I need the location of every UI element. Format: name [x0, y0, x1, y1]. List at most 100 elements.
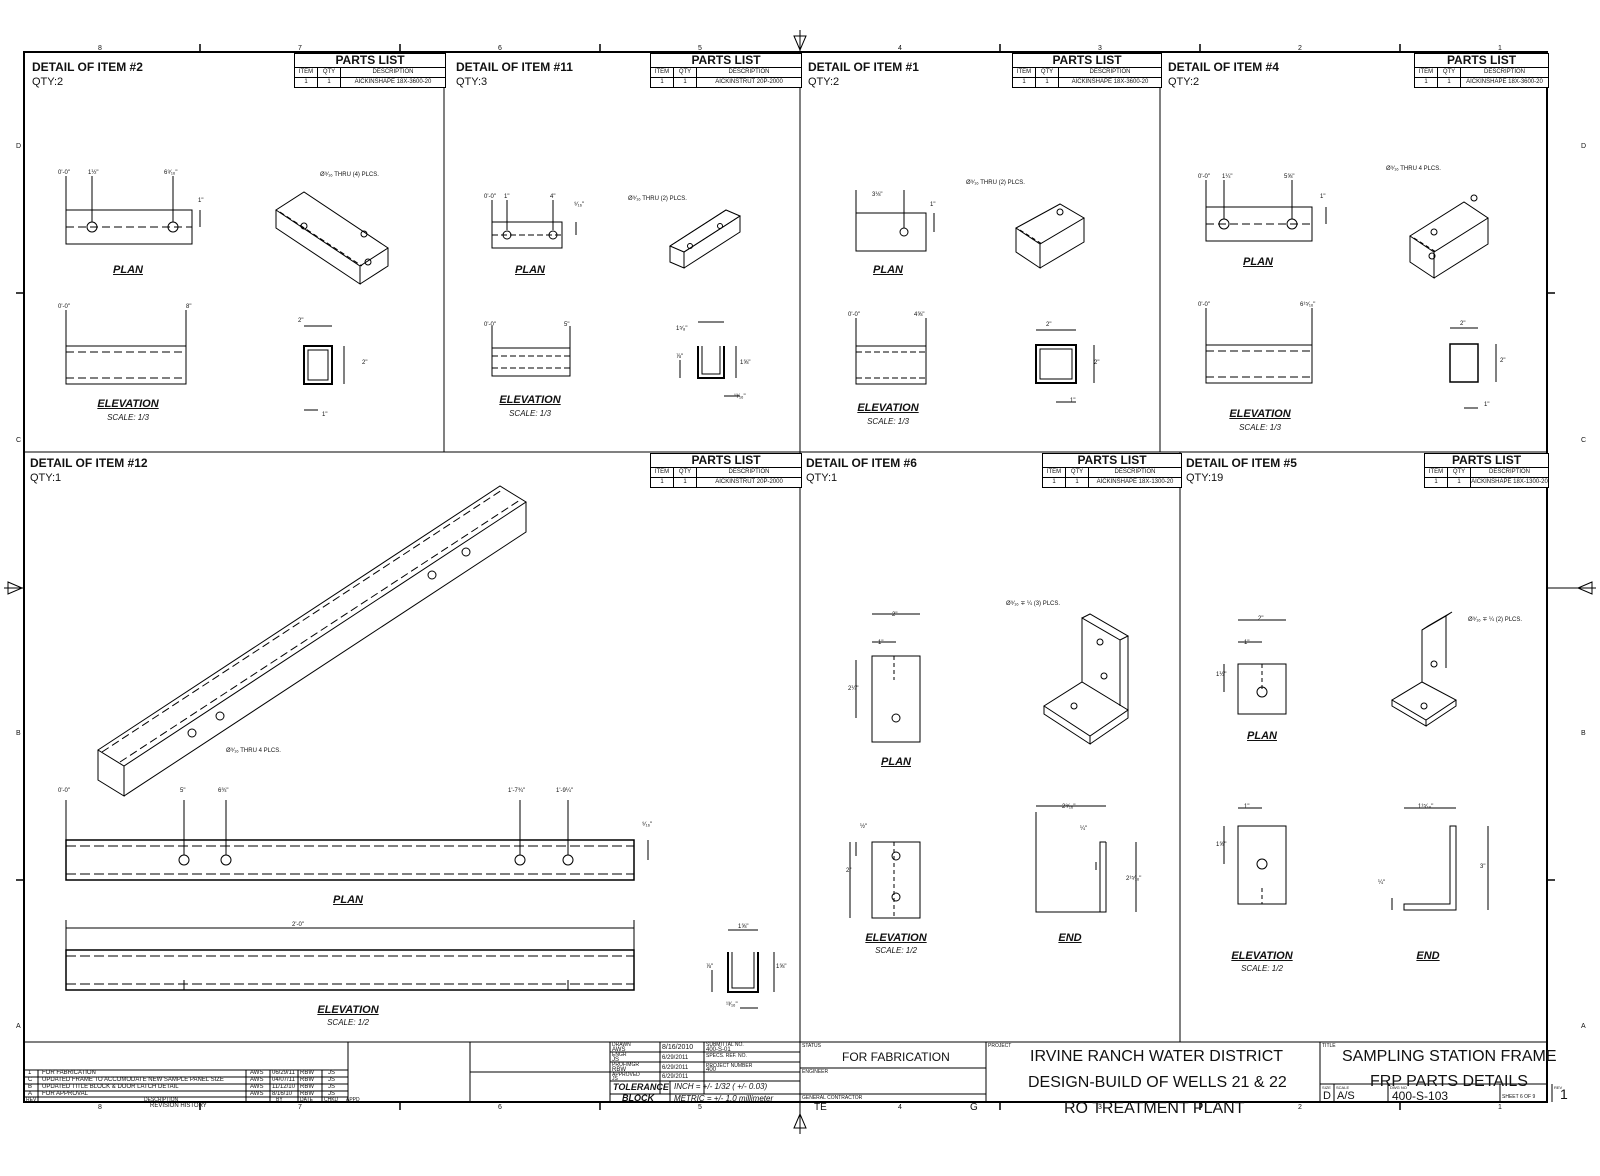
- detail-1-title: DETAIL OF ITEM #1: [808, 60, 919, 74]
- scale-value: A/S: [1337, 1090, 1355, 1102]
- parts-list-header: PARTS LIST: [295, 54, 445, 68]
- detail-2-plan-label: PLAN: [113, 264, 143, 276]
- dwg-label: DWG NO: [1390, 1085, 1407, 1090]
- size-label: SIZE: [1322, 1085, 1331, 1090]
- project-line-3: RO TREATMENT PLANT: [1064, 1100, 1245, 1117]
- detail-6-hole-note: Ø⁹⁄₁₆ ∓ ¼ (3) PLCS.: [1006, 601, 1061, 607]
- detail-6-plan-label: PLAN: [881, 756, 911, 768]
- detail-5-plan-label: PLAN: [1247, 730, 1277, 742]
- grid-row-c-right: C: [1581, 437, 1587, 444]
- submittal-label: SUBMITTAL NO.: [706, 1042, 744, 1048]
- tolerance-metric: METRIC = +/- 1.0 millimeter: [674, 1094, 774, 1103]
- dim-d12-len: 2'-0": [292, 922, 304, 928]
- detail-2-scale: SCALE: 1/3: [107, 413, 149, 422]
- dim-d1-h: 2": [1094, 360, 1100, 366]
- dim-d11-u: ¹³⁄₁₆": [734, 394, 746, 400]
- rev-label: REV: [1554, 1085, 1563, 1090]
- engr-label: ENGR: [612, 1052, 627, 1058]
- project-label: PROJECT: [988, 1043, 1012, 1049]
- engr-by: JS: [612, 1057, 620, 1063]
- project-number: 400: [706, 1067, 717, 1073]
- contractor-value: TE: [814, 1102, 827, 1113]
- drawn-date: 8/16/2010: [662, 1044, 694, 1051]
- grid-col-4-bottom: 4: [898, 1104, 902, 1111]
- dim-zero: 0'-0": [484, 194, 496, 200]
- drawn-label: DRAWN: [612, 1042, 631, 1048]
- rev-value: 1: [1560, 1086, 1568, 1102]
- grid-row-a-right: A: [1581, 1023, 1586, 1030]
- grid-col-3-top: 3: [1098, 45, 1102, 52]
- detail-1-scale: SCALE: 1/3: [867, 417, 909, 426]
- approved-date: 6/29/2011: [662, 1074, 689, 1080]
- detail-11-qty: QTY:3: [456, 76, 488, 88]
- dim-d6-w: 2": [892, 612, 898, 618]
- contractor-suffix: G: [970, 1102, 978, 1113]
- tolerance-label: TOLERANCE: [613, 1082, 669, 1092]
- project-line-1: IRVINE RANCH WATER DISTRICT: [1030, 1048, 1284, 1065]
- detail-2-hole-note: Ø⁹⁄₁₆ THRU (4) PLCS.: [320, 172, 379, 178]
- revision-history-caption: REVISION HISTORY: [150, 1103, 207, 1109]
- dim-d1-c: 1": [930, 202, 936, 208]
- profmgr-label: PROF/MGR: [612, 1062, 639, 1068]
- detail-11-elevation-label: ELEVATION: [499, 394, 561, 406]
- dim-d4-a: 1¼": [1222, 174, 1233, 180]
- detail-11-plan-label: PLAN: [515, 264, 545, 276]
- detail-2-qty: QTY:2: [32, 76, 64, 88]
- detail-5-end-label: END: [1416, 950, 1440, 962]
- engr-date: 6/29/2011: [662, 1055, 689, 1061]
- dim-d11-a: 1": [504, 194, 510, 200]
- dim-d6-c: ½": [860, 824, 868, 830]
- detail-1-elevation-label: ELEVATION: [857, 402, 919, 414]
- dim-d1-t: 1": [1070, 398, 1076, 404]
- dim-d2-len: 8": [186, 304, 192, 310]
- detail-5-qty: QTY:19: [1186, 472, 1224, 484]
- dim-d4-t: 1": [1484, 402, 1490, 408]
- detail-12-title: DETAIL OF ITEM #12: [30, 456, 148, 470]
- grid-col-8-bottom: 8: [98, 1104, 102, 1111]
- dim-d11-w: 1⁵⁄₈": [676, 326, 688, 332]
- grid-row-b-left: B: [16, 730, 21, 737]
- dim-d5-a: 1": [1244, 640, 1250, 646]
- detail-6-end-label: END: [1058, 932, 1082, 944]
- parts-list-header: PARTS LIST: [1425, 454, 1548, 468]
- status-value: FOR FABRICATION: [842, 1050, 950, 1064]
- dim-d5-c: 1": [1244, 804, 1250, 810]
- dim-zero: 0'-0": [58, 788, 70, 794]
- dim-d1-len: 4⅝": [914, 312, 925, 318]
- profmgr-date: 6/29/2011: [662, 1065, 689, 1071]
- parts-list-header: PARTS LIST: [651, 54, 801, 68]
- dim-d5-e: 1¹⁵⁄₁₆": [1418, 804, 1434, 810]
- project-line-2: DESIGN-BUILD OF WELLS 21 & 22: [1028, 1074, 1287, 1091]
- parts-list-header: PARTS LIST: [651, 454, 801, 468]
- dim-d4-w: 2": [1460, 321, 1466, 327]
- dim-d4-len: 6¹⁵⁄₁₆": [1300, 302, 1316, 308]
- dim-zero: 0'-0": [1198, 302, 1210, 308]
- grid-row-b-right: B: [1581, 730, 1586, 737]
- detail-12-plan-label: PLAN: [333, 894, 363, 906]
- grid-col-6-top: 6: [498, 45, 502, 52]
- dim-d1-w: 2": [1046, 322, 1052, 328]
- block-label: BLOCK: [622, 1093, 654, 1103]
- dim-zero: 0'-0": [58, 304, 70, 310]
- grid-col-2-bottom: 2: [1298, 1104, 1302, 1111]
- dim-d6-b: 2¼": [848, 686, 859, 692]
- dim-d2-c: 1": [198, 198, 204, 204]
- project-number-label: PROJECT NUMBER: [706, 1063, 753, 1069]
- detail-4-qty: QTY:2: [1168, 76, 1200, 88]
- detail-1-plan-label: PLAN: [873, 264, 903, 276]
- dim-d4-c: 1": [1320, 194, 1326, 200]
- detail-1-qty: QTY:2: [808, 76, 840, 88]
- sheet-number: SHEET 6 OF 9: [1502, 1094, 1536, 1100]
